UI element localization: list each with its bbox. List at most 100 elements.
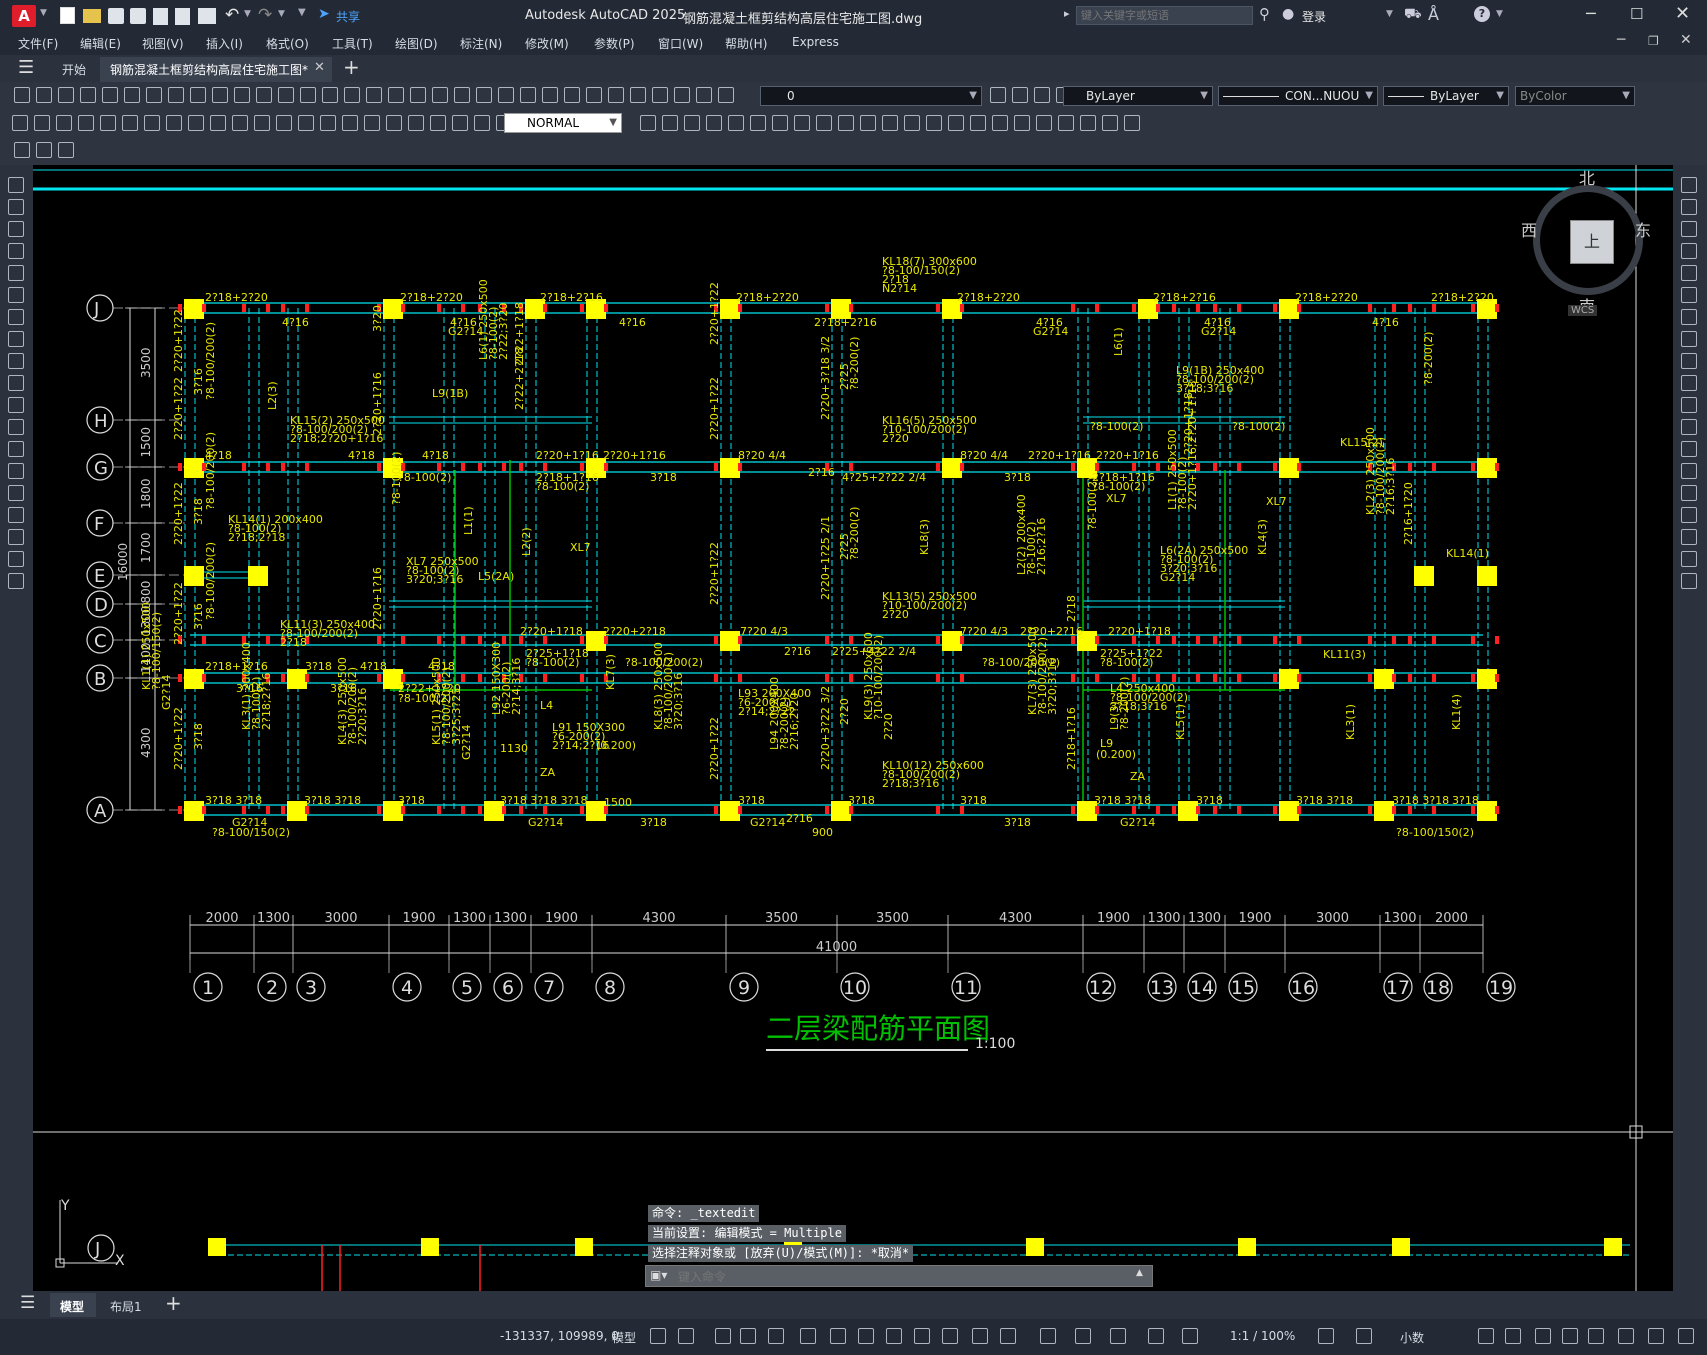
new-tab-icon[interactable]: + — [343, 55, 360, 79]
close-icon[interactable]: ✕ — [1675, 3, 1691, 24]
3d-view-icon[interactable] — [948, 115, 964, 131]
aligned-dimension-icon[interactable] — [1014, 115, 1030, 131]
gradient-icon[interactable] — [8, 507, 24, 523]
stretch-icon[interactable] — [1681, 353, 1697, 369]
polar-icon[interactable] — [1535, 1328, 1551, 1344]
layer-icon[interactable] — [278, 87, 294, 103]
explode-icon[interactable] — [1681, 529, 1697, 545]
tab-layout1[interactable]: 布局1 — [110, 1300, 142, 1314]
compass-east[interactable]: 东 — [1635, 221, 1652, 240]
orbit-icon[interactable] — [970, 115, 986, 131]
save-icon[interactable] — [630, 87, 646, 103]
copy-icon[interactable] — [718, 87, 734, 103]
doc-minimize-icon[interactable]: ─ — [1617, 32, 1626, 48]
add-layout-icon[interactable]: + — [165, 1291, 182, 1315]
3d-osnap-icon[interactable] — [914, 1328, 930, 1344]
compass-west[interactable]: 西 — [1521, 221, 1538, 240]
help-icon[interactable]: ? — [1474, 6, 1490, 22]
angular-icon[interactable] — [838, 115, 854, 131]
properties-icon[interactable] — [256, 87, 272, 103]
radius-icon[interactable] — [100, 115, 116, 131]
model-space-toggle[interactable]: 模型 — [612, 1331, 637, 1345]
plot-icon[interactable] — [198, 8, 216, 24]
paste-icon[interactable] — [454, 87, 470, 103]
menu-parametric[interactable]: 参数(P) — [594, 37, 635, 51]
aligned-dimension-icon[interactable] — [34, 115, 50, 131]
3d-view-icon[interactable] — [254, 115, 270, 131]
dimstyle-dropdown[interactable]: NORMAL▼ — [504, 113, 622, 133]
baseline-icon[interactable] — [860, 115, 876, 131]
scale-icon[interactable] — [1681, 331, 1697, 347]
rotate-icon[interactable] — [1681, 309, 1697, 325]
arc-icon[interactable] — [8, 287, 24, 303]
minimize-icon[interactable]: ─ — [1586, 4, 1596, 23]
command-input[interactable] — [676, 1267, 1120, 1287]
logo-dropdown-icon[interactable]: ▼ — [40, 8, 47, 18]
snap-icon[interactable] — [678, 1328, 694, 1344]
viewcube[interactable]: 上 — [1533, 185, 1643, 295]
baseline-icon[interactable] — [166, 115, 182, 131]
arc-length-icon[interactable] — [1036, 115, 1052, 131]
search-expand-icon[interactable]: ▸ — [1064, 7, 1070, 20]
command-history-up-icon[interactable]: ▲ — [1136, 1268, 1143, 1278]
menu-modify[interactable]: 修改(M) — [525, 37, 569, 51]
continue-icon[interactable] — [474, 115, 490, 131]
edit-spline-icon[interactable] — [1681, 573, 1697, 589]
aligned-dimension-icon[interactable] — [320, 115, 336, 131]
layer-icon[interactable] — [564, 87, 580, 103]
autodesk-a360-icon[interactable]: Å — [1428, 5, 1439, 24]
customize-icon[interactable] — [1318, 1328, 1334, 1344]
wcs-menu[interactable]: WCS — [1568, 305, 1598, 316]
doc-restore-icon[interactable]: ❐ — [1648, 34, 1659, 48]
chamfer-icon[interactable] — [1681, 463, 1697, 479]
preview-icon[interactable] — [388, 87, 404, 103]
construction-line-icon[interactable] — [8, 199, 24, 215]
grid-icon[interactable] — [650, 1328, 666, 1344]
menu-help[interactable]: 帮助(H) — [725, 37, 768, 51]
angular-icon[interactable] — [430, 115, 446, 131]
lineweight-icon[interactable] — [1618, 1328, 1634, 1344]
region-icon[interactable] — [8, 529, 24, 545]
dynamic-ucs-icon[interactable] — [942, 1328, 958, 1344]
ortho-icon[interactable] — [1505, 1328, 1521, 1344]
maximize-icon[interactable]: ☐ — [1630, 5, 1644, 23]
hatch-icon[interactable] — [8, 485, 24, 501]
insert-block-icon[interactable] — [8, 419, 24, 435]
mirror-icon[interactable] — [1681, 221, 1697, 237]
continue-icon[interactable] — [882, 115, 898, 131]
linear-dimension-icon[interactable] — [298, 115, 314, 131]
user-icon[interactable]: ● — [1282, 6, 1295, 22]
otrack-icon[interactable] — [1588, 1328, 1604, 1344]
annotation-monitor-icon[interactable] — [972, 1328, 988, 1344]
tab-start[interactable]: 开始 — [62, 63, 87, 77]
diameter-icon[interactable] — [122, 115, 138, 131]
autocad-logo-icon[interactable]: A — [12, 5, 36, 27]
doc-close-icon[interactable]: ✕ — [1680, 32, 1692, 48]
ordinate-icon[interactable] — [364, 115, 380, 131]
diameter-icon[interactable] — [816, 115, 832, 131]
center-mark-icon[interactable] — [926, 115, 942, 131]
new-icon[interactable] — [586, 87, 602, 103]
aligned-dimension-icon[interactable] — [728, 115, 744, 131]
radius-icon[interactable] — [794, 115, 810, 131]
linear-dimension-icon[interactable] — [992, 115, 1008, 131]
lineweight-dropdown[interactable]: ByLayer▼ — [1383, 86, 1509, 106]
open-icon[interactable] — [322, 87, 338, 103]
join-icon[interactable] — [1681, 441, 1697, 457]
match-properties-icon[interactable] — [476, 87, 492, 103]
pan-icon[interactable] — [498, 87, 514, 103]
print-icon[interactable] — [366, 87, 382, 103]
tolerance-icon[interactable] — [210, 115, 226, 131]
redo-dropdown-icon[interactable]: ▼ — [278, 9, 285, 19]
text-icon[interactable] — [8, 573, 24, 589]
revision-cloud-icon[interactable] — [8, 331, 24, 347]
line-icon[interactable] — [8, 177, 24, 193]
help-dropdown-icon[interactable]: ▼ — [1496, 9, 1503, 19]
fillet-icon[interactable] — [1681, 485, 1697, 501]
new-icon[interactable] — [300, 87, 316, 103]
blend-icon[interactable] — [1681, 507, 1697, 523]
ordinate-icon[interactable] — [772, 115, 788, 131]
rectangle-icon[interactable] — [8, 265, 24, 281]
polar-icon[interactable] — [740, 1328, 756, 1344]
radius-icon[interactable] — [386, 115, 402, 131]
